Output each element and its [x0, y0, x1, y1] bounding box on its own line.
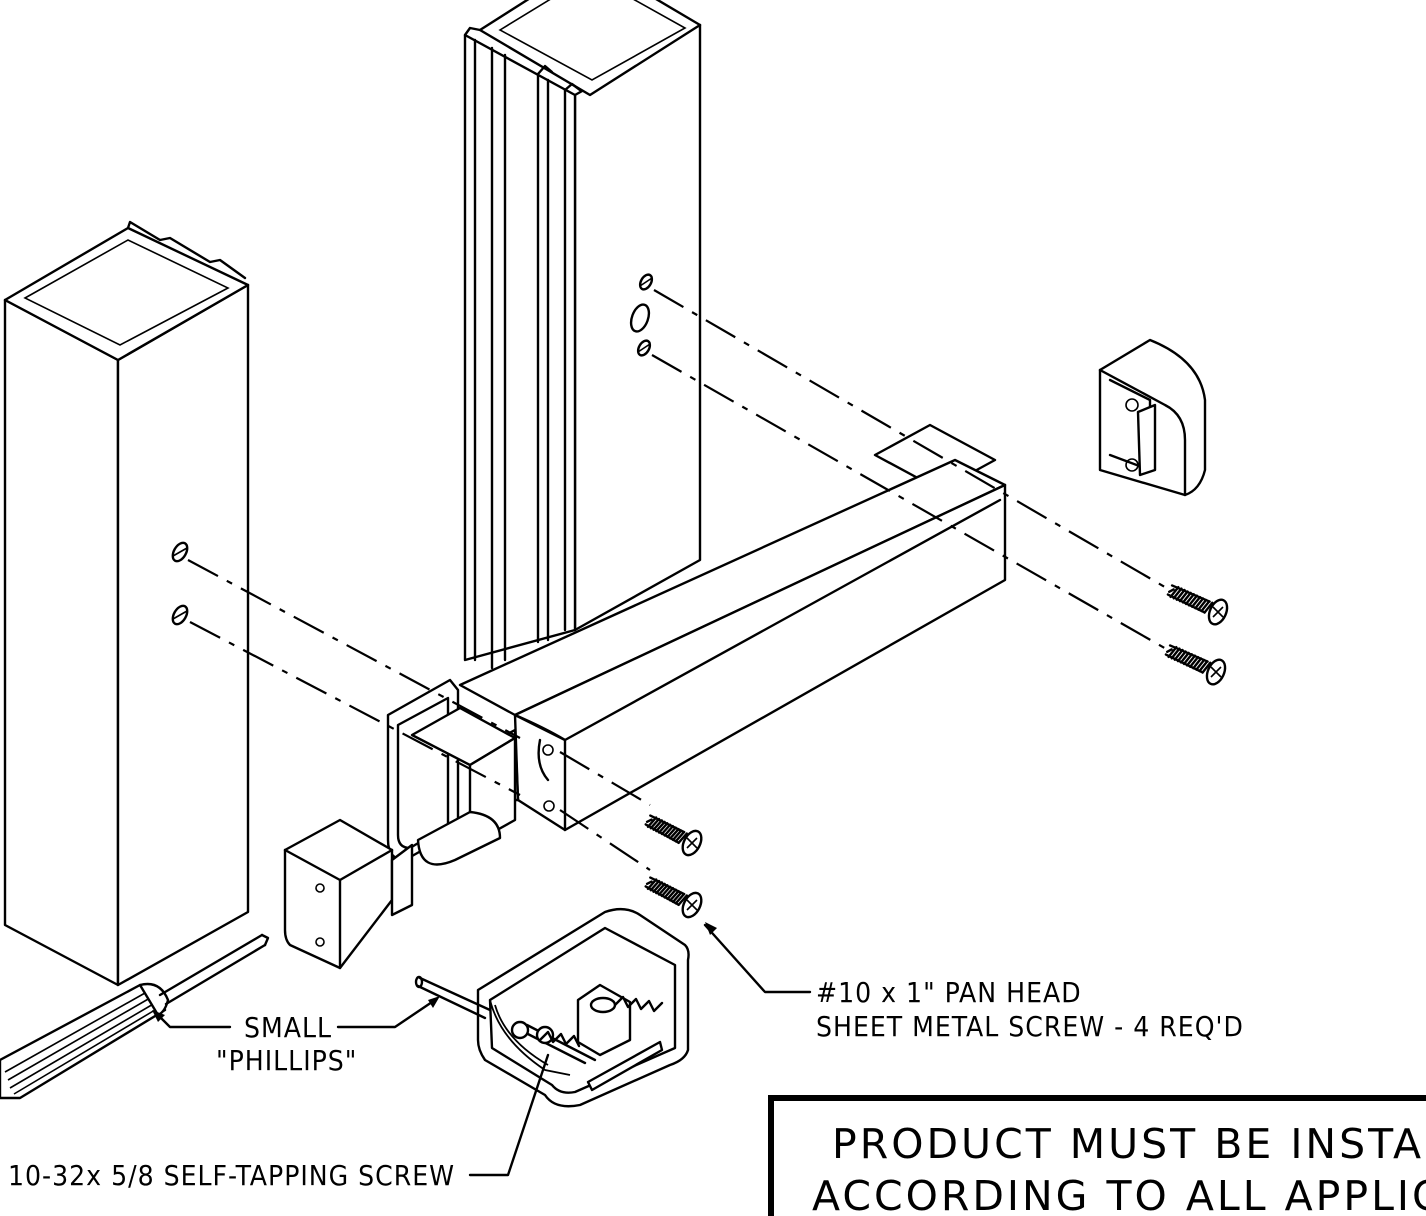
phillips-cross-icon — [1210, 666, 1222, 678]
phillips-cross-icon — [1212, 606, 1224, 618]
screwdriver-label-line1: SMALL — [244, 1011, 332, 1044]
screw-shank — [644, 814, 686, 844]
screws — [644, 584, 1229, 919]
bottom-bracket — [414, 907, 690, 1108]
short-post — [3, 220, 250, 987]
short-post-holes — [171, 541, 189, 626]
screw-shank — [644, 876, 686, 906]
notice-box: PRODUCT MUST BE INSTALLED ACCORDING TO A… — [768, 1095, 1426, 1216]
notice-line1: PRODUCT MUST BE INSTALLED — [832, 1120, 1426, 1168]
self-tapping-label: 10-32x 5/8 SELF-TAPPING SCREW — [8, 1159, 455, 1192]
screw-thread — [1168, 586, 1214, 614]
assembly-lines — [187, 289, 1171, 871]
screwdriver — [0, 933, 270, 1100]
screw-lower-right — [1164, 644, 1227, 686]
notice-line2: ACCORDING TO ALL APPLICABLE — [812, 1172, 1426, 1216]
screw-lower-front — [644, 876, 703, 919]
screw-thread — [1166, 646, 1212, 674]
leader-lines — [152, 922, 812, 1177]
screw-upper-right — [1166, 584, 1229, 626]
horizontal-rail — [458, 423, 1007, 832]
pan-head-label-line1: #10 x 1" PAN HEAD — [816, 976, 1082, 1009]
screwdriver-label-line2: "PHILLIPS" — [216, 1044, 357, 1077]
screw-thread — [645, 816, 688, 844]
screw-thread — [645, 878, 688, 906]
end-cap-left — [283, 818, 414, 970]
pan-head-label-line2: SHEET METAL SCREW - 4 REQ'D — [816, 1010, 1244, 1043]
rail-bracket — [386, 678, 517, 866]
screw-shank — [1166, 584, 1211, 614]
screw-shank — [1164, 644, 1209, 674]
end-cap-right — [1098, 338, 1207, 497]
screw-upper-front — [644, 814, 703, 857]
phillips-cross-icon — [686, 899, 698, 911]
tall-post-holes — [629, 273, 654, 357]
phillips-cross-icon — [686, 837, 698, 849]
tall-post — [463, 0, 702, 670]
